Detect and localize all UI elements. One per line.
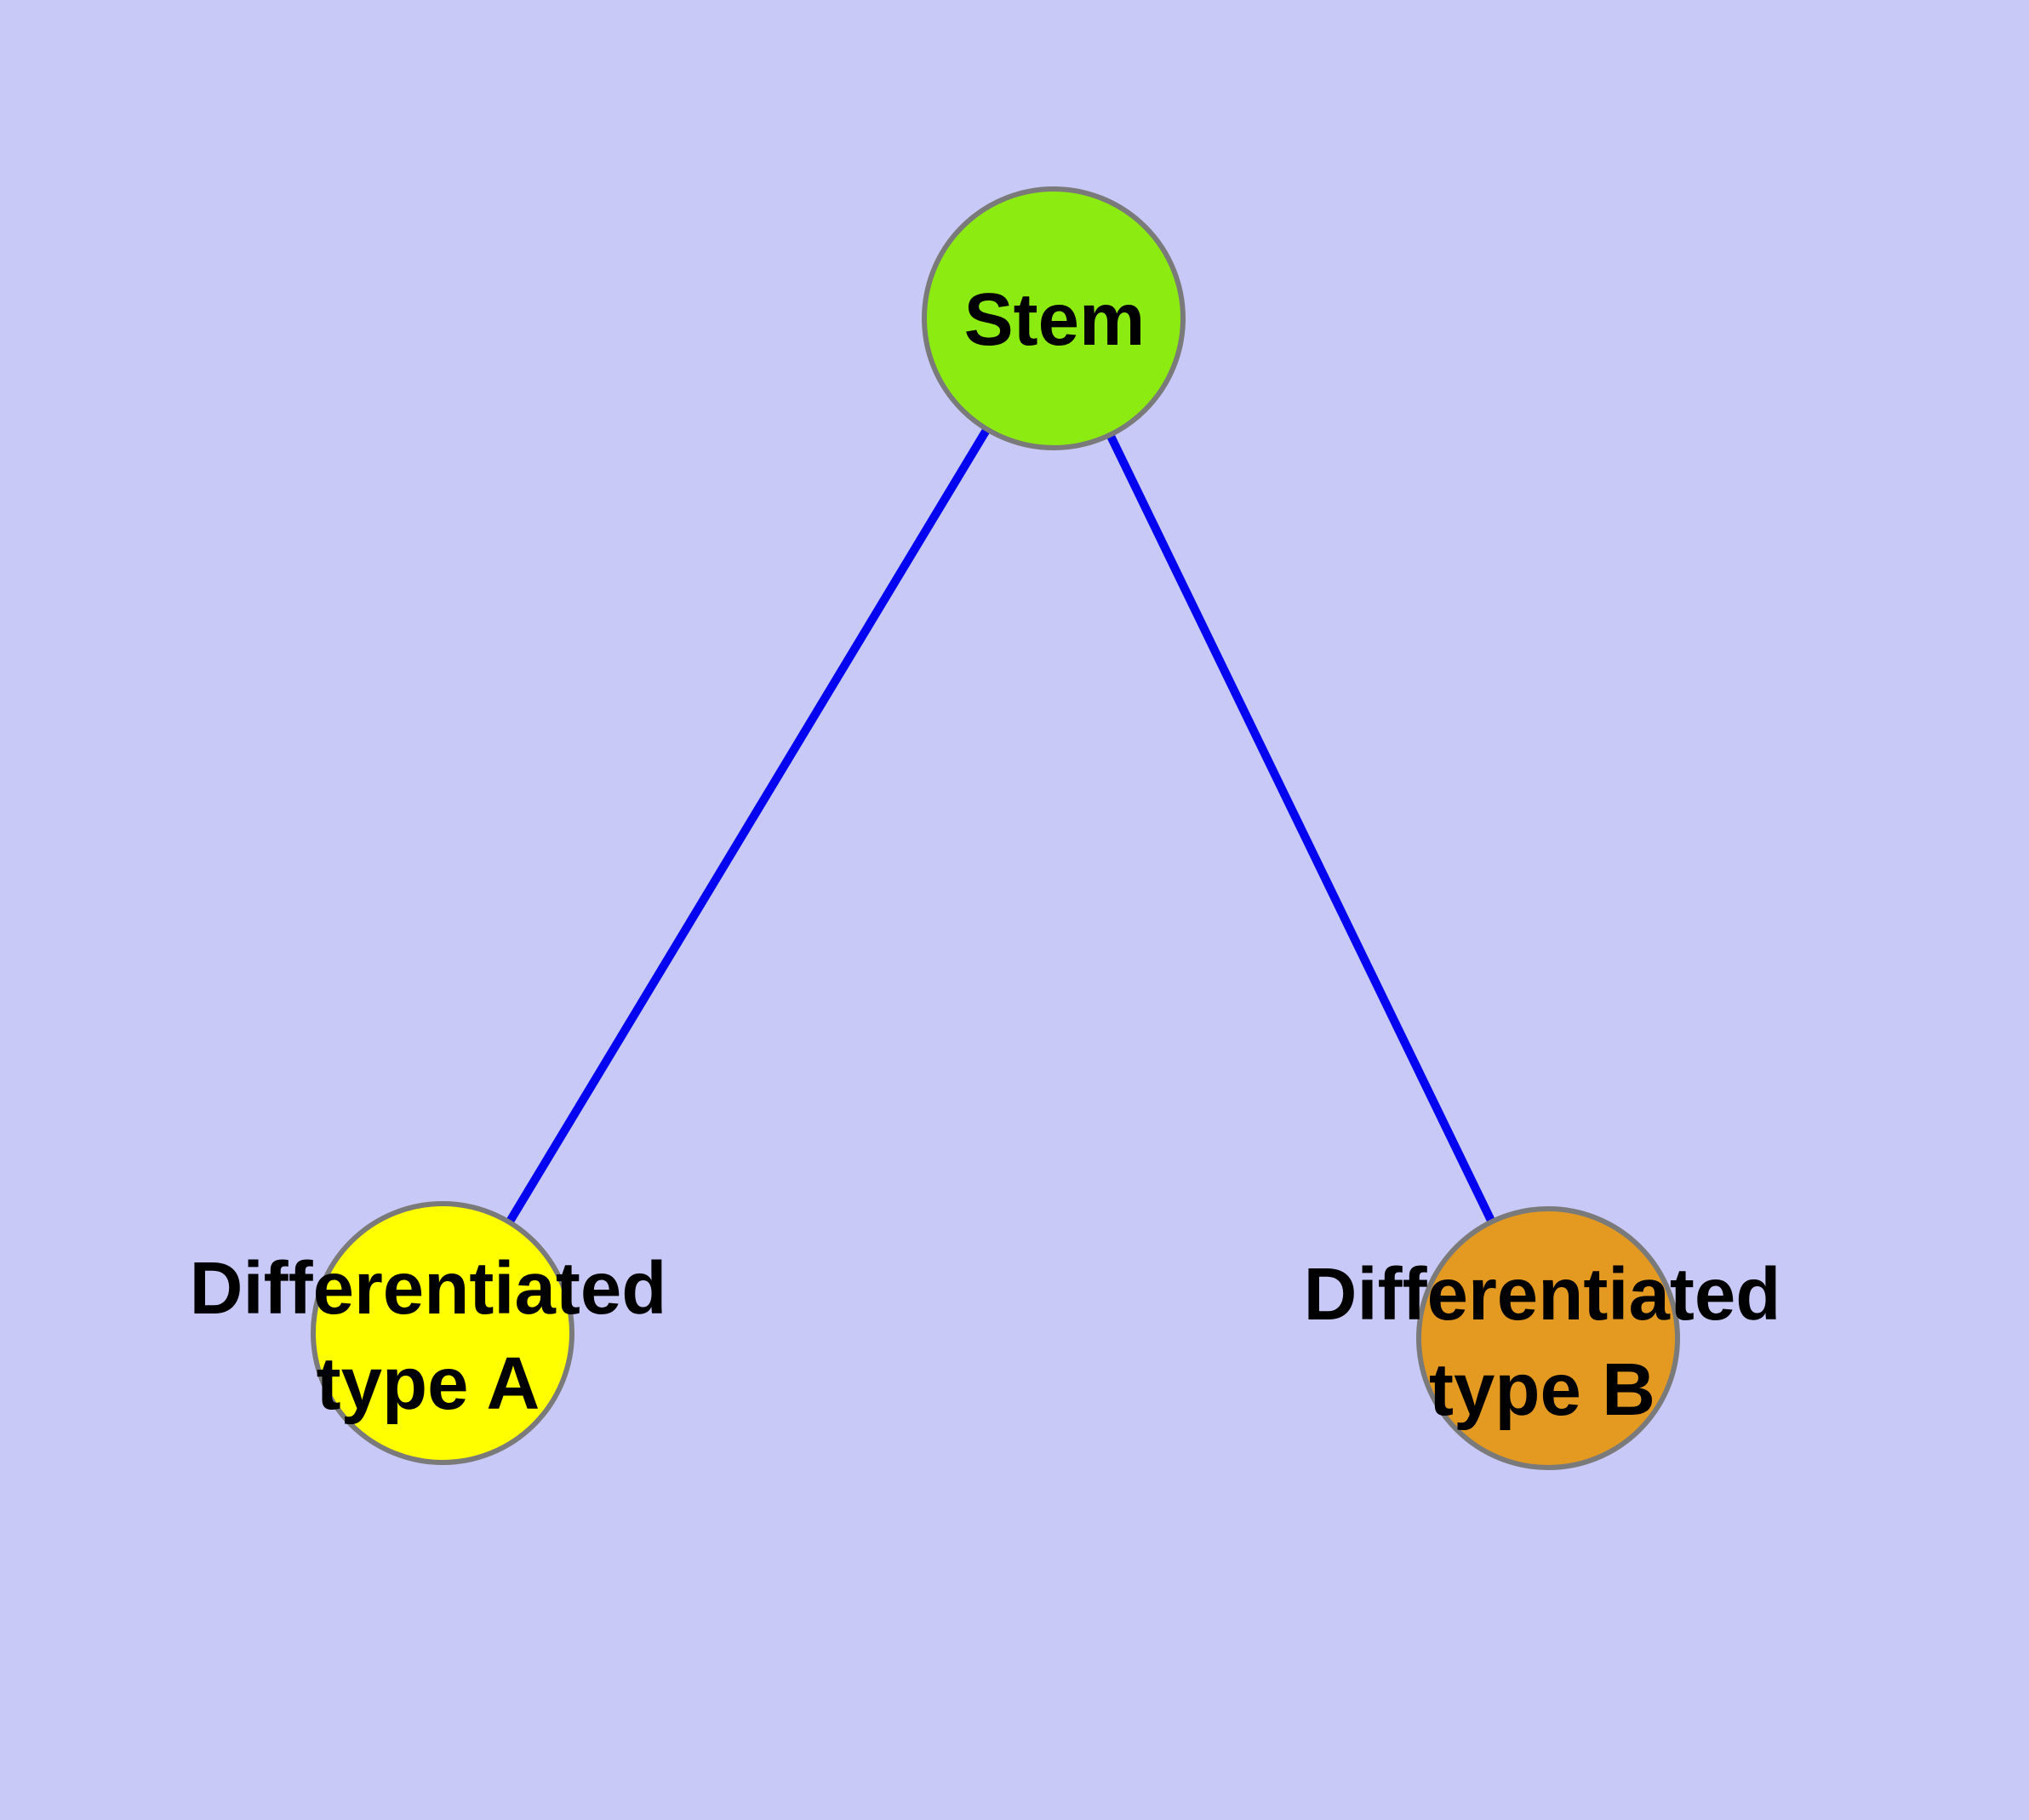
node-type-a-label-line-2: type A xyxy=(316,1342,540,1425)
node-type-b-label-line-2: type B xyxy=(1429,1348,1655,1431)
node-differentiated-type-a xyxy=(311,1201,574,1465)
edge-stem-to-type-b xyxy=(1049,316,1552,1341)
node-type-b-label-line-1: Differentiated xyxy=(1303,1253,1781,1336)
edge-stem-to-type-a xyxy=(438,316,1058,1336)
node-stem-label: Stem xyxy=(964,272,1146,368)
node-type-b-label: Differentiated type B xyxy=(1304,1247,1781,1438)
node-stem xyxy=(922,186,1186,450)
node-stem-label-line: Stem xyxy=(963,278,1146,361)
node-type-a-label-line-1: Differentiated xyxy=(189,1247,667,1330)
node-type-a-label: Differentiated type A xyxy=(190,1241,667,1432)
node-differentiated-type-b xyxy=(1416,1206,1680,1470)
